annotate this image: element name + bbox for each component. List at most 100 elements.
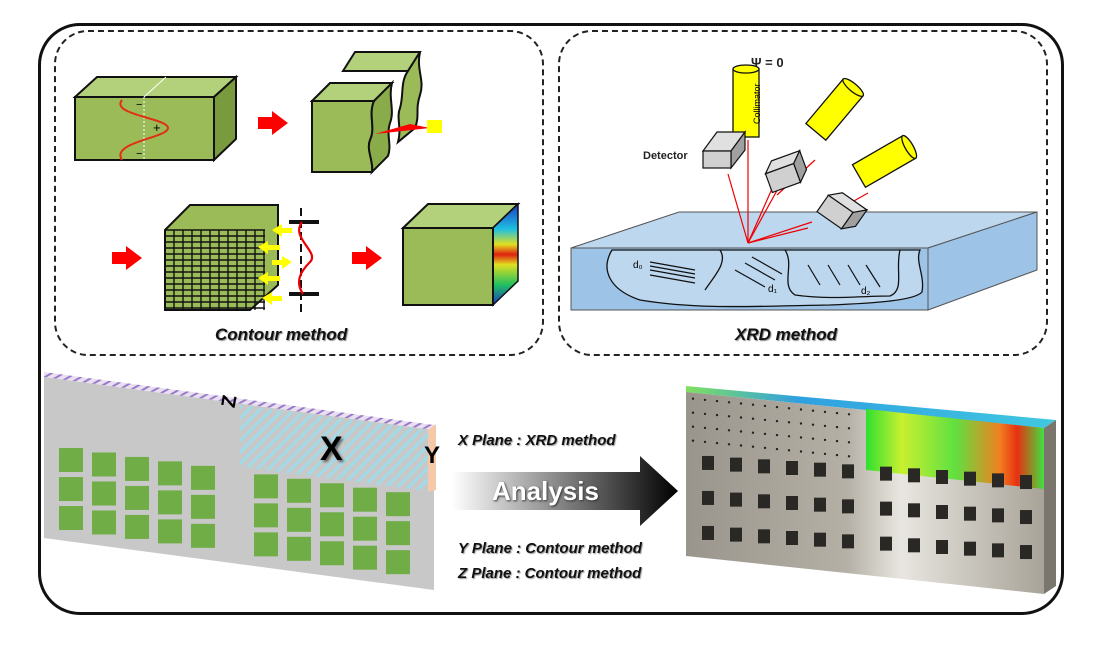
analysis-label: Analysis <box>492 476 599 506</box>
measurement-point <box>751 431 755 434</box>
measurement-point <box>727 429 731 432</box>
z-plane <box>44 372 434 430</box>
model-cell <box>353 487 377 512</box>
measurement-point <box>691 411 695 414</box>
model-cell <box>125 456 149 481</box>
model-cell <box>92 452 116 477</box>
detector-tilted-icon <box>816 192 869 230</box>
model-cell <box>386 492 410 517</box>
measurement-point <box>715 399 719 403</box>
contour-method-panel <box>54 30 544 356</box>
specimen-hole <box>880 501 892 516</box>
specimen-hole <box>730 492 742 507</box>
z-plane-label: Z Plane : Contour method <box>458 565 642 582</box>
collimator-label: Collimator <box>752 83 762 124</box>
arrow-right-icon <box>258 111 288 135</box>
model-cell <box>191 494 215 519</box>
measurement-point <box>835 425 839 429</box>
measurement-point <box>763 432 767 436</box>
model-cell <box>287 507 311 532</box>
y-axis-label: Y <box>424 442 441 469</box>
model-cell <box>158 519 182 544</box>
measurement-point <box>691 439 695 442</box>
photo-holes <box>691 397 1032 560</box>
measurement-point <box>763 404 767 408</box>
displacement-arrows <box>258 224 292 305</box>
residual-stress-block: − + − <box>72 74 239 163</box>
measurement-point <box>835 411 839 415</box>
measurement-point <box>739 416 743 419</box>
measurement-point <box>727 401 731 404</box>
arrow-right-icon <box>112 246 142 270</box>
model-cell <box>287 478 311 503</box>
measurement-point <box>703 440 707 444</box>
measurement-point <box>799 408 803 411</box>
specimen-hole <box>758 459 770 474</box>
y-plane-label: Y Plane : Contour method <box>458 540 642 557</box>
specimen-hole <box>964 541 976 556</box>
measurement-point <box>751 403 755 406</box>
measurement-point <box>835 439 839 443</box>
measurement-point <box>823 410 827 414</box>
specimen-hole <box>908 538 920 553</box>
model-cell <box>254 532 278 557</box>
measurement-point <box>763 418 767 422</box>
measurement-point <box>787 449 791 452</box>
specimen-hole <box>702 525 714 540</box>
cut-block <box>309 51 442 176</box>
measurement-point <box>775 419 779 423</box>
measurement-point <box>811 423 815 426</box>
model-cell <box>191 523 215 548</box>
specimen-hole <box>880 536 892 551</box>
collimator-tilted-icon <box>804 77 865 142</box>
measurement-point <box>739 402 743 405</box>
specimen-hole <box>786 496 798 510</box>
model-cell <box>320 512 344 537</box>
model-cell <box>191 465 215 490</box>
top-stress-map <box>686 386 1056 428</box>
wire-edm-icon <box>427 120 442 133</box>
contour-method-caption: Contour method <box>215 325 348 344</box>
specimen-hole <box>964 506 976 521</box>
figure-frame <box>38 23 1064 615</box>
specimen-hole <box>1020 475 1032 490</box>
spacing-label-d0: d₀ <box>633 260 643 271</box>
stress-sign-plus: + <box>153 120 161 135</box>
measurement-point <box>823 452 827 456</box>
measurement-point <box>727 415 731 418</box>
specimen-hole <box>814 497 826 512</box>
measurement-point <box>811 437 815 440</box>
measurement-point <box>787 407 791 410</box>
model-cells <box>59 448 410 575</box>
x-plane <box>240 405 434 492</box>
arrow-right-icon <box>352 246 382 270</box>
y-plane <box>428 424 436 492</box>
measurement-point <box>799 450 803 453</box>
specimen-hole <box>936 470 948 484</box>
measurement-point <box>823 424 827 428</box>
model-cell <box>386 521 410 546</box>
spacing-label-d1: d₁ <box>768 284 778 295</box>
measurement-point <box>691 425 695 428</box>
fe-mesh-block <box>164 204 279 311</box>
measurement-point <box>739 430 743 433</box>
specimen-hole <box>1020 545 1032 560</box>
measurement-point <box>847 413 851 416</box>
model-cell <box>59 506 83 531</box>
x-plane-label: X Plane : XRD method <box>458 432 616 449</box>
measurement-point <box>691 397 695 400</box>
collimator-icon <box>732 64 760 138</box>
specimen-hole <box>992 473 1004 488</box>
measurement-point <box>775 405 779 409</box>
measurement-point <box>823 438 827 442</box>
specimen-hole <box>842 499 854 514</box>
measurement-point <box>799 436 803 439</box>
measurement-point <box>739 444 743 447</box>
measurement-point <box>811 409 815 412</box>
model-cell <box>320 541 344 566</box>
specimen-hole <box>814 532 826 547</box>
specimen-hole <box>702 490 714 505</box>
specimen-hole <box>842 464 854 479</box>
